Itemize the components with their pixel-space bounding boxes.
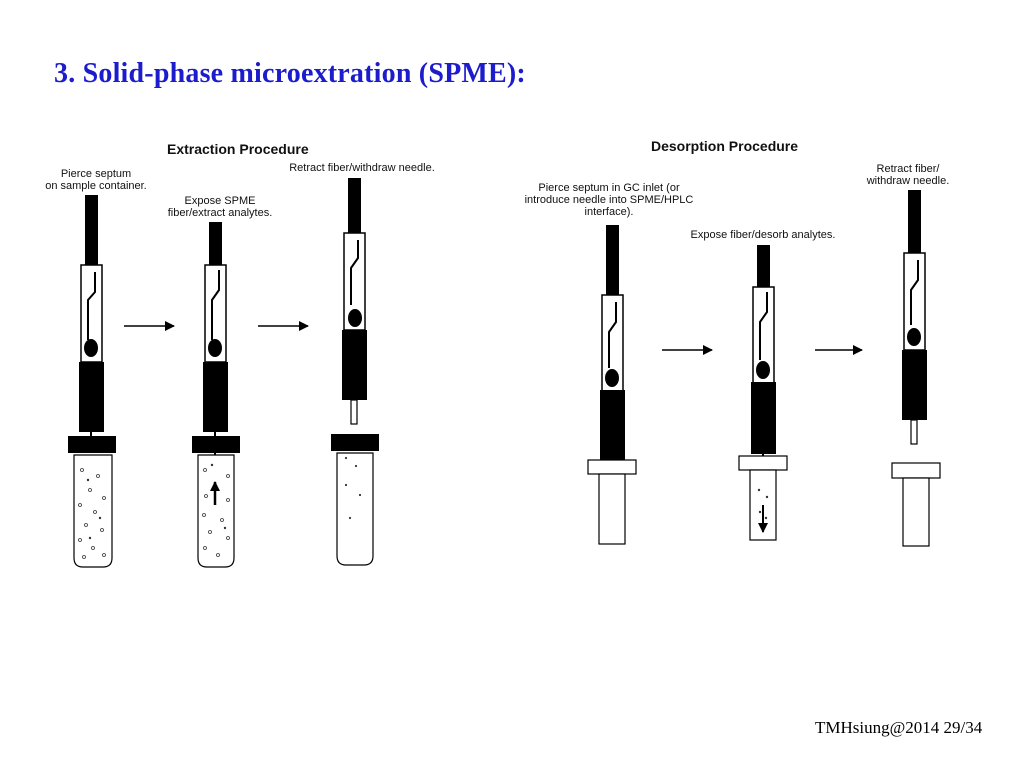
desorption-step-1-label-line-3: interface). (584, 206, 634, 218)
extraction-step-1-label-line-1: Pierce septum (60, 168, 132, 180)
extraction-step-2-vial (192, 436, 240, 568)
desorption-procedure-heading: Desorption Procedure (651, 138, 799, 154)
extraction-step-3-vial (331, 434, 379, 566)
desorption-step-3-label: Retract fiber/ withdraw needle. (858, 163, 958, 187)
desorption-step-3-syringe (902, 190, 927, 445)
extraction-step-1-label-line-2: on sample container. (45, 180, 147, 192)
extraction-step-2-label: Expose SPME fiber/extract analytes. (160, 195, 280, 219)
extraction-step-1-syringe (79, 195, 104, 452)
desorption-step-2-syringe (751, 245, 776, 505)
extraction-step-2-label-line-2: fiber/extract analytes. (167, 207, 273, 219)
desorption-step-1-label-line-2: introduce needle into SPME/HPLC (524, 194, 694, 206)
desorption-step-1-label: Pierce septum in GC inlet (or introduce … (514, 182, 704, 218)
slide-footer: TMHsiung@2014 29/34 (815, 718, 983, 737)
extraction-step-1-vial (68, 436, 116, 568)
extraction-step-3-syringe (342, 178, 367, 425)
extraction-procedure-heading: Extraction Procedure (167, 141, 309, 157)
extraction-step-3-label: Retract fiber/withdraw needle. (282, 162, 442, 174)
extraction-step-1-label: Pierce septum on sample container. (38, 168, 154, 192)
desorption-step-3-label-line-1: Retract fiber/ (876, 163, 940, 175)
desorption-step-2-label: Expose fiber/desorb analytes. (684, 229, 842, 241)
desorption-step-3-label-line-2: withdraw needle. (866, 175, 950, 187)
desorption-step-1-inlet (587, 459, 637, 545)
extraction-step-2-syringe (203, 222, 228, 490)
extraction-step-2-label-line-1: Expose SPME (184, 195, 256, 207)
desorption-step-1-label-line-1: Pierce septum in GC inlet (or (538, 182, 680, 194)
slide-title: 3. Solid-phase microextration (SPME): (54, 58, 526, 89)
desorption-step-3-inlet (891, 462, 941, 547)
desorption-step-1-syringe (600, 225, 625, 482)
desorption-step-2-label-line-1: Expose fiber/desorb analytes. (690, 229, 836, 241)
desorption-step-2-inlet (738, 455, 788, 541)
extraction-step-3-label-line-1: Retract fiber/withdraw needle. (289, 162, 435, 174)
